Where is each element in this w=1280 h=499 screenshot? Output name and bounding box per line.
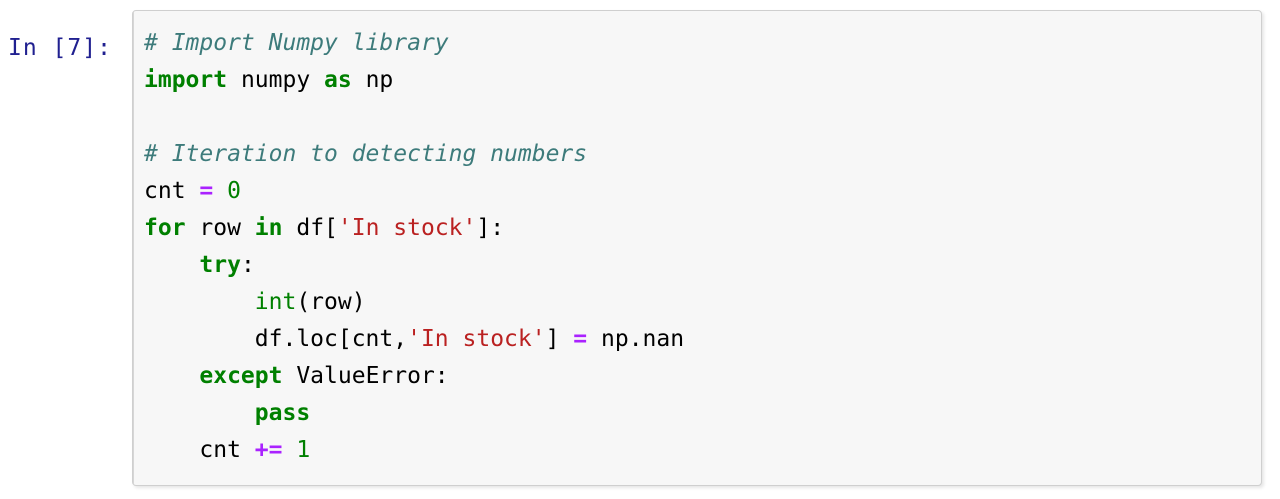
code-token-punct: ] xyxy=(545,326,574,352)
code-line: df.loc[cnt,'In stock'] = np.nan xyxy=(144,321,1251,358)
code-token-name: (row) xyxy=(296,289,366,315)
code-line: except ValueError: xyxy=(144,358,1251,395)
code-token-name xyxy=(144,289,255,315)
code-token-number: 1 xyxy=(296,437,311,463)
code-line: int(row) xyxy=(144,284,1251,321)
code-line xyxy=(144,99,1251,136)
code-token-number: 0 xyxy=(227,178,241,204)
code-token-name: df[ xyxy=(282,215,338,241)
code-token-name: row xyxy=(185,215,255,241)
code-token-operator: = xyxy=(199,178,214,204)
code-token-name xyxy=(144,363,199,389)
code-token-name: ValueError: xyxy=(282,363,449,389)
code-token-keyword: try xyxy=(199,252,241,278)
code-token-keyword: as xyxy=(324,67,352,93)
code-token-string: 'In stock' xyxy=(407,326,546,352)
code-token-punct: ]: xyxy=(476,215,505,241)
code-token-punct: : xyxy=(240,252,255,278)
code-token-operator: = xyxy=(573,326,588,352)
code-token-name: df.loc[cnt, xyxy=(144,326,408,352)
code-token-operator: += xyxy=(254,437,283,463)
code-token-name xyxy=(213,178,227,204)
execution-count-prompt: In [7]: xyxy=(8,35,112,61)
code-token-string: 'In stock' xyxy=(337,215,477,241)
code-line: cnt += 1 xyxy=(144,432,1251,469)
code-line: cnt = 0 xyxy=(144,173,1251,210)
code-token-name: np xyxy=(351,67,394,93)
code-token-keyword: in xyxy=(254,215,283,241)
code-token-keyword: import xyxy=(144,67,228,93)
code-cell[interactable]: In [7]: # Import Numpy library import nu… xyxy=(0,0,1280,486)
code-token-name: cnt xyxy=(144,178,200,204)
code-line: try: xyxy=(144,247,1251,284)
code-line: # Iteration to detecting numbers xyxy=(144,136,1251,173)
code-editor[interactable]: # Import Numpy library import numpy as n… xyxy=(132,10,1262,486)
code-line: # Import Numpy library xyxy=(144,25,1251,62)
code-token-keyword: except xyxy=(199,363,283,389)
code-line: for row in df['In stock']: xyxy=(144,210,1251,247)
cell-input-wrapper: # Import Numpy library import numpy as n… xyxy=(132,10,1262,486)
code-token-keyword: for xyxy=(144,215,186,241)
code-token-builtin: int xyxy=(254,289,297,315)
code-line: import numpy as np xyxy=(144,62,1251,99)
code-line: pass xyxy=(144,395,1251,432)
code-token-name xyxy=(282,437,296,463)
code-token-name: numpy xyxy=(227,67,325,93)
code-token-name xyxy=(144,252,199,278)
code-token-name: cnt xyxy=(144,437,255,463)
code-token-comment: # Import Numpy library xyxy=(144,30,449,56)
code-source[interactable]: # Import Numpy library import numpy as n… xyxy=(144,25,1251,469)
code-token-name: np.nan xyxy=(587,326,685,352)
code-token-name xyxy=(144,400,255,426)
code-token-keyword: pass xyxy=(254,400,311,426)
code-token-comment: # Iteration to detecting numbers xyxy=(144,141,588,167)
